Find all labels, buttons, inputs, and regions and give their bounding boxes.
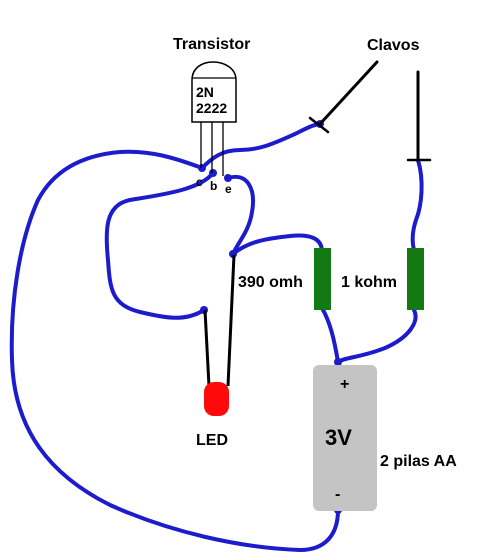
battery-voltage-label: 3V	[325, 425, 352, 450]
transistor-label: Transistor	[173, 36, 250, 53]
junction-dot-collector	[198, 164, 206, 172]
resistor-1k-label: 1 kohm	[341, 274, 397, 291]
resistor-390-label: 390 omh	[238, 274, 303, 291]
pin-b-label: b	[210, 179, 217, 193]
wire-base-loop	[104, 171, 215, 320]
battery-desc-label: 2 pilas AA	[380, 453, 457, 470]
junction-dot-base	[209, 169, 217, 177]
nail-left	[318, 60, 379, 126]
led-label: LED	[196, 432, 228, 449]
junction-dot-battery-plus	[334, 358, 342, 366]
wire-resistor-390-to-battery-plus	[336, 308, 418, 364]
transistor-model-line1: 2N	[196, 84, 214, 100]
led	[203, 254, 236, 416]
transistor: 2N 2222	[191, 61, 237, 176]
nails	[308, 60, 432, 162]
junction-dot-emitter	[224, 174, 232, 182]
wire-junction-to-resistor-1k	[231, 233, 324, 256]
pin-c-label: c	[196, 175, 203, 189]
battery-plus-label: +	[340, 376, 349, 393]
led-body	[204, 382, 229, 416]
transistor-model-line2: 2222	[196, 100, 227, 116]
resistor-390-body	[407, 248, 424, 310]
wire-resistor-1k-to-battery-plus	[320, 306, 340, 364]
nail-left-head	[308, 116, 330, 134]
clavos-label: Clavos	[367, 37, 420, 54]
led-lead-left	[203, 309, 211, 387]
wire-collector-to-nail	[200, 122, 322, 170]
wire-nail-to-resistor-390	[410, 158, 424, 252]
pin-e-label: e	[225, 182, 232, 196]
resistor-1k-body	[314, 248, 331, 310]
wire-collector-to-battery-minus	[9, 149, 340, 552]
battery-minus-label: -	[335, 486, 340, 503]
wire-emitter-to-junction	[226, 174, 255, 256]
battery-body	[313, 365, 377, 511]
led-lead-right	[226, 254, 236, 387]
transistor-body	[191, 61, 237, 123]
